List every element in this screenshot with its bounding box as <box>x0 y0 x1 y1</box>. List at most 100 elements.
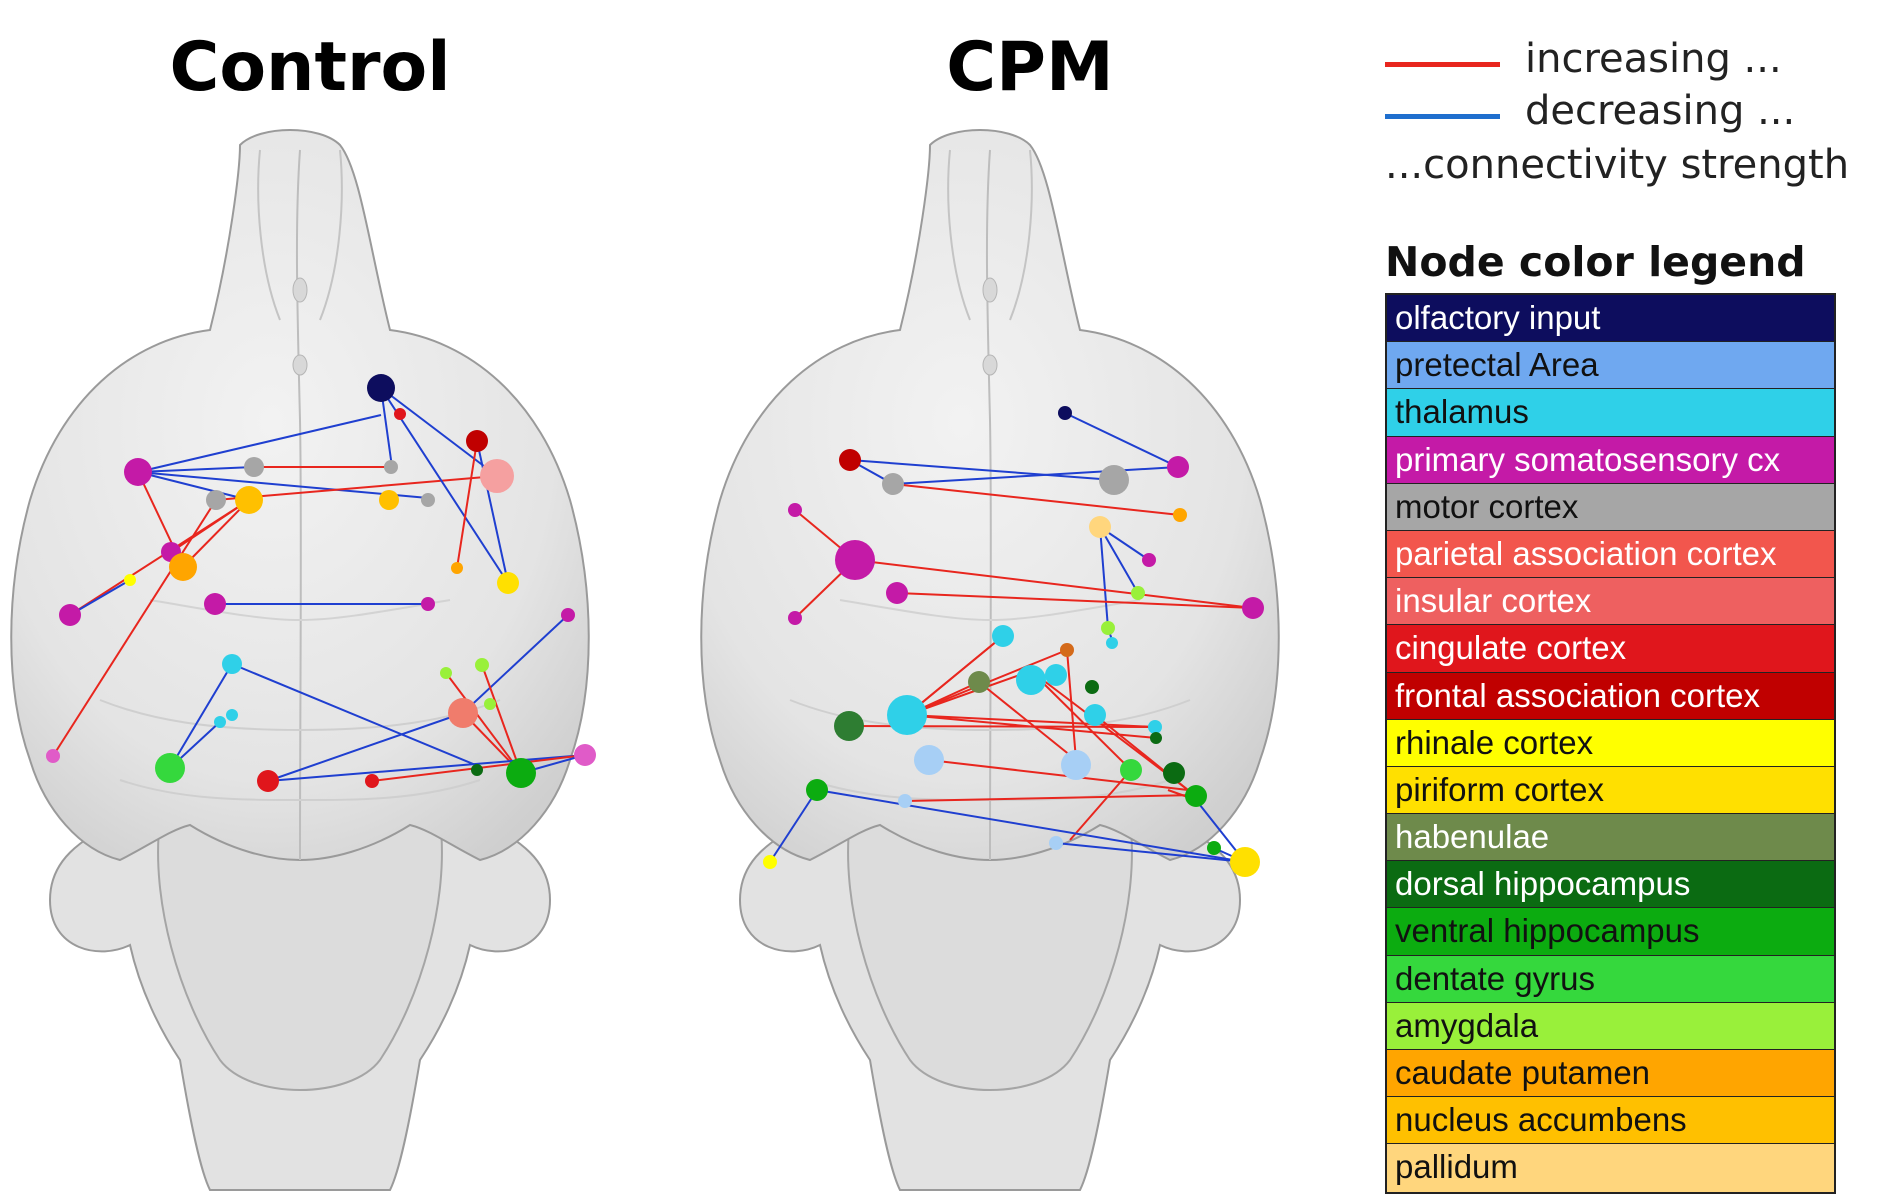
node-legend-item: parietal association cortex <box>1387 530 1834 579</box>
node-primary-somatosensory-cx <box>59 604 81 626</box>
node-piriform-cortex <box>1230 847 1260 877</box>
node-legend-item: olfactory input <box>1387 295 1834 343</box>
node-frontal-association-cortex <box>466 430 488 452</box>
node-ventral-hippocampus <box>506 758 536 788</box>
node-amygdala <box>440 667 452 679</box>
node-insular-cortex <box>480 459 514 493</box>
node-primary-somatosensory-cx <box>124 458 152 486</box>
node-amygdala <box>484 698 496 710</box>
node-legend-item: ventral hippocampus <box>1387 908 1834 956</box>
node-dorsal-hippocampus <box>1150 732 1162 744</box>
node-primary-somatosensory-cx <box>1242 597 1264 619</box>
node-legend-item: dentate gyrus <box>1387 955 1834 1003</box>
nodes-cpm <box>763 406 1264 877</box>
edge <box>481 664 522 774</box>
node-dorsal-hippocampus <box>471 764 483 776</box>
edge <box>52 499 217 757</box>
edge <box>137 414 382 473</box>
node-olfactory-input <box>367 374 395 402</box>
node-legend-item: rhinale cortex <box>1387 719 1834 767</box>
edge <box>1066 649 1077 761</box>
edge <box>1064 412 1179 468</box>
edge <box>462 614 569 714</box>
edge-legend: increasing ... decreasing ... ...connect… <box>1385 36 1885 188</box>
node-thalamus <box>222 654 242 674</box>
node-cingulate-cortex <box>365 774 379 788</box>
edge-legend-decreasing: decreasing ... <box>1385 88 1885 140</box>
node-dorsal-hippocampus <box>1085 680 1099 694</box>
node-amygdala <box>475 658 489 672</box>
node-rhinale-cortex <box>124 574 136 586</box>
node-legend-item: dorsal hippocampus <box>1387 861 1834 909</box>
edge <box>380 387 509 584</box>
edge <box>892 483 1181 516</box>
node-legend-item: pallidum <box>1387 1144 1834 1192</box>
node-legend-item: piriform cortex <box>1387 766 1834 815</box>
node-primary-somatosensory-cx <box>788 503 802 517</box>
node-ventral-hippocampus <box>1185 785 1207 807</box>
node-pretectal-area <box>1049 836 1063 850</box>
panel-title-cpm: CPM <box>946 28 1114 107</box>
node-legend-item: pretectal Area <box>1387 342 1834 390</box>
node-primary-somatosensory-cx <box>788 611 802 625</box>
node-rhinale-cortex <box>763 855 777 869</box>
panel-title-control: Control <box>169 28 451 107</box>
edge <box>456 440 478 569</box>
node-motor-cortex <box>1099 465 1129 495</box>
node-legend-item: habenulae <box>1387 814 1834 862</box>
edge <box>849 459 1115 481</box>
node-thalamus <box>214 716 226 728</box>
node-pallidum <box>1089 516 1111 538</box>
node-parietal-association-cortex <box>448 698 478 728</box>
edge <box>137 471 250 501</box>
node-caudate-putamen <box>1060 643 1074 657</box>
node-dorsal-hippocampus <box>1163 762 1185 784</box>
edge <box>1099 526 1139 594</box>
node-thalamus <box>1045 664 1067 686</box>
node-ventral-hippocampus <box>806 779 828 801</box>
node-legend-item: nucleus accumbens <box>1387 1097 1834 1145</box>
node-pretectal-area <box>898 794 912 808</box>
node-olfactory-input <box>1058 406 1072 420</box>
node-legend-item: primary somatosensory cx <box>1387 436 1834 484</box>
brain-outline-control <box>10 129 590 1191</box>
node-primary-somatosensory-cx <box>1142 553 1156 567</box>
node-thalamus <box>992 625 1014 647</box>
edge <box>445 672 522 774</box>
node-dentate-gyrus <box>155 753 185 783</box>
edge-legend-footer: ...connectivity strength <box>1385 142 1850 188</box>
node-legend-item: insular cortex <box>1387 578 1834 626</box>
node-nucleus-accumbens <box>379 490 399 510</box>
edge <box>169 663 233 769</box>
node-motor-cortex <box>421 493 435 507</box>
edge <box>906 670 1032 716</box>
edges-control <box>52 387 586 782</box>
edge <box>137 466 255 473</box>
edge <box>904 794 1197 802</box>
edge <box>215 475 498 501</box>
node-primary-somatosensory-cx <box>1167 456 1189 478</box>
edge <box>476 440 509 584</box>
edge-legend-increasing: increasing ... <box>1385 36 1885 88</box>
node-cingulate-cortex <box>394 408 406 420</box>
node-legend-title: Node color legend <box>1385 238 1806 286</box>
node-legend-item: motor cortex <box>1387 483 1834 531</box>
edge <box>1099 526 1109 629</box>
edge <box>69 499 250 616</box>
edge <box>1055 842 1246 863</box>
edge <box>816 789 1246 863</box>
node-primary-somatosensory-cx <box>835 540 875 580</box>
node-nucleus-accumbens <box>235 486 263 514</box>
edge-legend-decreasing-label: decreasing ... <box>1525 88 1796 134</box>
edge <box>137 471 429 499</box>
node-caudate-putamen <box>169 553 197 581</box>
node-amygdala <box>1101 621 1115 635</box>
node-pretectal-area <box>1061 750 1091 780</box>
node-legend-item: amygdala <box>1387 1002 1834 1050</box>
node-pretectal-area <box>914 745 944 775</box>
node-legend-item: cingulate cortex <box>1387 625 1834 673</box>
edge <box>182 499 250 568</box>
brain-diagrams <box>10 129 1280 1191</box>
node-thalamus <box>1148 720 1162 734</box>
edge <box>892 466 1179 485</box>
